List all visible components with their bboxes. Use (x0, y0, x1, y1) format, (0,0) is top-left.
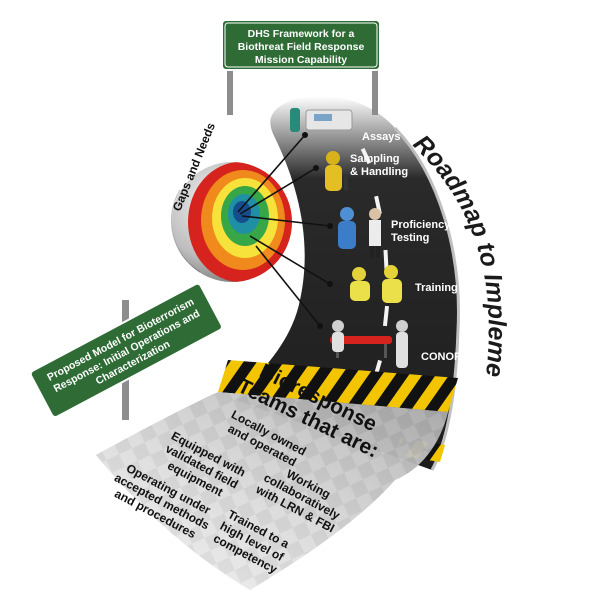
pavement-fade (96, 392, 448, 590)
hazmat-sampler-icon (325, 151, 348, 191)
stage-labels: Assays Sampling & Handling Proficiency T… (350, 131, 469, 363)
assay-instrument-icon (290, 108, 353, 132)
stage-label-conops: CONOPS (421, 351, 469, 363)
top-sign-line-3: Mission Capability (255, 54, 347, 66)
connector-dots (302, 132, 333, 329)
top-sign-line-1: DHS Framework for a (248, 28, 355, 40)
top-sign: DHS Framework for a Biothreat Field Resp… (221, 19, 381, 71)
top-sign-line-2: Biothreat Field Response (238, 41, 365, 53)
stage-label-sampling-2: & Handling (350, 166, 408, 178)
top-sign-post-left (227, 55, 233, 115)
stretcher-team-icon (330, 320, 408, 368)
proficiency-team-icon (338, 207, 381, 258)
top-sign-post-right (372, 55, 378, 115)
training-team-icon (350, 265, 402, 303)
stage-label-training: Training (415, 282, 458, 294)
connector-lines (237, 134, 331, 327)
road-edge (393, 126, 460, 471)
hazard-stripe (218, 360, 458, 412)
stage-label-proficiency-1: Proficiency (391, 219, 451, 231)
stage-label-proficiency-2: Testing (391, 232, 429, 244)
stage-label-sampling-1: Sampling (350, 153, 400, 165)
stage-label-assays: Assays (362, 131, 401, 143)
